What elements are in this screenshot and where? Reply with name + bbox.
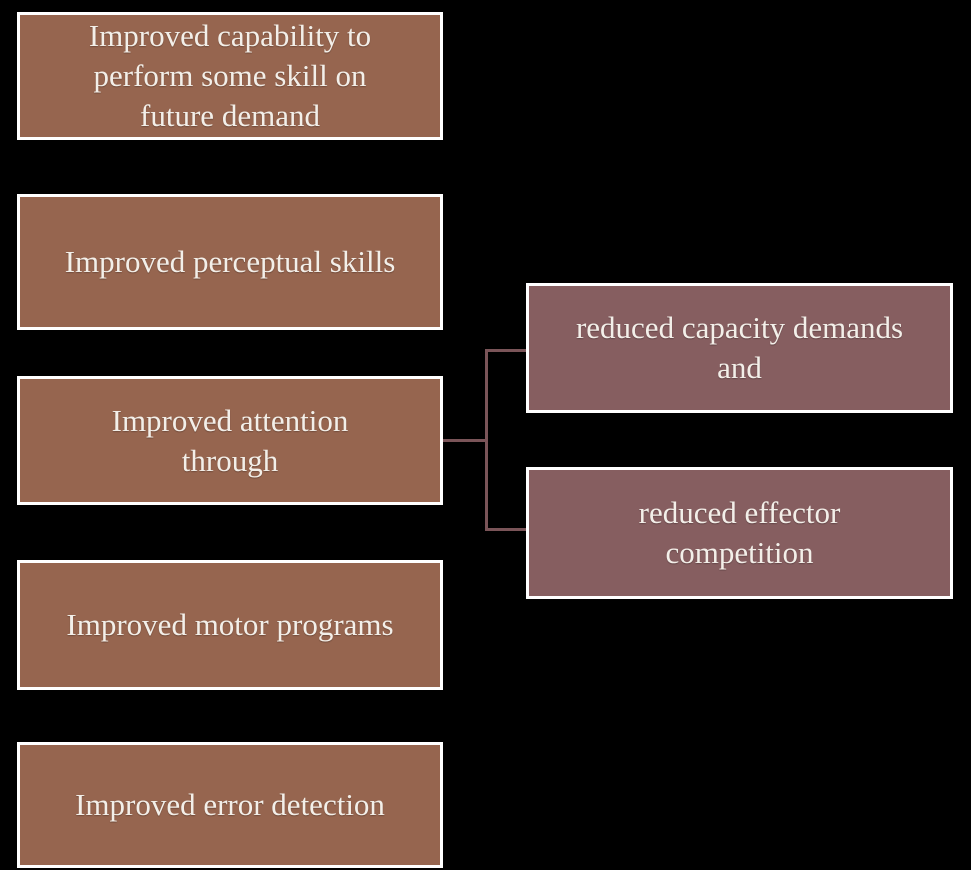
box-future-capability: Improved capability to perform some skil… xyxy=(17,12,443,140)
box-attention-label: Improved attention through xyxy=(111,402,349,478)
box-motor-programs: Improved motor programs xyxy=(17,560,443,690)
box-future-capability-label: Improved capability to perform some skil… xyxy=(88,18,372,133)
box-reduced-effector: reduced effector competition xyxy=(526,467,953,599)
connector-vertical xyxy=(485,349,488,531)
box-reduced-effector-label: reduced effector competition xyxy=(638,495,841,570)
box-motor-programs-label: Improved motor programs xyxy=(66,607,394,642)
connector-arm-top xyxy=(485,349,526,352)
connector-arm-bottom xyxy=(485,528,526,531)
box-error-detection-label: Improved error detection xyxy=(75,787,385,822)
box-reduced-capacity-label: reduced capacity demands and xyxy=(575,310,904,385)
box-attention: Improved attention through xyxy=(17,376,443,505)
connector-stem xyxy=(443,439,488,442)
box-perceptual-skills: Improved perceptual skills xyxy=(17,194,443,330)
box-reduced-capacity: reduced capacity demands and xyxy=(526,283,953,413)
box-perceptual-skills-label: Improved perceptual skills xyxy=(64,244,396,279)
box-error-detection: Improved error detection xyxy=(17,742,443,868)
